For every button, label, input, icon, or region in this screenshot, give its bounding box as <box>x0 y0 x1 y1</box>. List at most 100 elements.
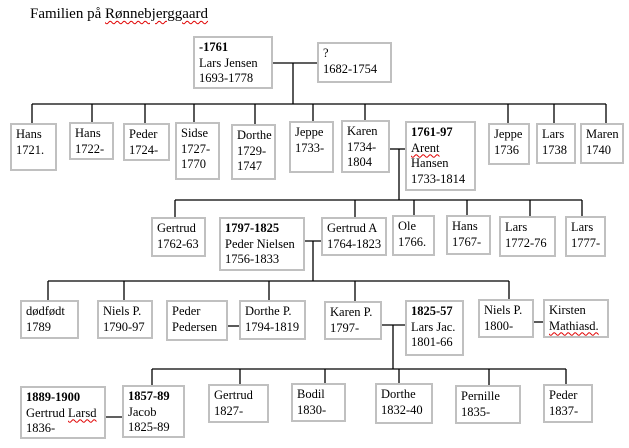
life-years: 1767- <box>452 234 482 249</box>
life-years: 1682-1754 <box>323 61 378 76</box>
gen2-connectors <box>174 148 583 217</box>
life-years: 1777- <box>571 235 601 250</box>
person-niels-p-1800: Niels P.1800- <box>478 299 534 338</box>
person-gertrud-larsd: 1889-1900 Gertrud Larsd 1836- <box>20 386 106 439</box>
person-name: Karen <box>347 124 378 138</box>
person-karen-p: Karen P.1797- <box>324 301 382 340</box>
person-name: Kirsten <box>549 303 586 317</box>
life-years: 1825-89 <box>128 420 170 434</box>
life-years: 1836- <box>26 421 56 435</box>
person-name: Hans <box>452 219 478 233</box>
life-years: 1827- <box>214 403 244 418</box>
person-spouse-unknown: ? 1682-1754 <box>317 42 392 83</box>
marriage-years: 1761-97 <box>411 125 453 139</box>
death-year: 1770 <box>181 157 206 171</box>
person-name: Gertrud <box>214 388 253 402</box>
person-name: Jeppe <box>295 125 324 139</box>
marriage-years: 1825-57 <box>411 304 453 318</box>
life-years: 1800- <box>484 318 514 333</box>
person-surname: Larsd <box>68 405 97 420</box>
person-name: Lars <box>571 220 594 234</box>
person-name: Dorthe P. <box>245 304 292 318</box>
life-years: 1797- <box>330 320 360 335</box>
person-surname: Pedersen <box>172 319 218 334</box>
person-lars-jensen: -1761 Lars Jensen 1693-1778 <box>193 36 273 89</box>
life-years: 1727- <box>181 141 211 156</box>
marriage-years: -1761 <box>199 40 229 54</box>
person-name-line: Gertrud Larsd <box>26 406 101 422</box>
person-name: Maren <box>586 127 619 141</box>
person-name: Hans <box>16 127 42 141</box>
person-peder-nielsen: 1797-1825 Peder Nielsen 1756-1833 <box>219 217 305 271</box>
person-name: Peder <box>549 388 578 402</box>
life-years: 1721. <box>16 142 45 157</box>
life-years: 1772-76 <box>505 235 547 250</box>
person-name: Ole <box>398 219 417 233</box>
person-name: Sidse <box>181 126 209 140</box>
life-years: 1736 <box>494 142 519 157</box>
person-name: ? <box>323 46 329 60</box>
life-years: 1766. <box>398 234 427 249</box>
life-years: 1738 <box>542 142 567 157</box>
person-name: Karen P. <box>330 305 373 319</box>
marriage-years: 1797-1825 <box>225 221 280 235</box>
person-arent-hansen: 1761-97 Arent Hansen 1733-1814 <box>405 121 476 191</box>
gen3-connectors <box>47 240 543 327</box>
person-name: Lars Jensen <box>199 55 258 70</box>
gen4-connectors <box>105 324 567 418</box>
life-years: 1789 <box>26 319 51 334</box>
person-name: Peder <box>129 127 158 141</box>
life-years: 1764-1823 <box>327 236 382 251</box>
life-years: 1729- <box>237 143 267 158</box>
person-name: Arent <box>411 140 440 155</box>
person-name: Hans <box>75 126 101 140</box>
death-year: 1804 <box>347 155 372 169</box>
life-years: 1724- <box>129 142 159 157</box>
life-years: 1693-1778 <box>199 71 254 85</box>
person-name: Jeppe <box>494 127 523 141</box>
life-years: 1722- <box>75 141 105 156</box>
person-name: Gertrud A <box>327 221 378 235</box>
person-name: Gertrud <box>157 221 196 235</box>
person-surname: Hansen <box>411 156 449 170</box>
gen1-connectors <box>31 62 607 124</box>
page-title: Familien på Rønnebjerggaard <box>30 6 209 22</box>
life-years: 1801-66 <box>411 335 453 349</box>
person-lars-jac: 1825-57 Lars Jac. 1801-66 <box>405 300 464 356</box>
life-years: 1733- <box>295 140 325 155</box>
person-niels-p-1790: Niels P.1790-97 <box>97 300 153 339</box>
life-years: 1756-1833 <box>225 252 280 266</box>
life-years: 1734- <box>347 139 377 154</box>
person-name: Peder <box>172 304 201 318</box>
person-name: Dorthe <box>381 387 416 401</box>
marriage-years: 1857-89 <box>128 389 170 403</box>
death-year: 1747 <box>237 159 262 173</box>
life-years: 1794-1819 <box>245 319 300 334</box>
person-name: Niels P. <box>103 304 142 318</box>
person-name: Pernille <box>461 389 500 403</box>
life-years: 1832-40 <box>381 402 423 417</box>
life-years: 1790-97 <box>103 319 145 334</box>
life-years: 1835- <box>461 404 491 419</box>
person-name: Peder Nielsen <box>225 236 295 251</box>
person-name: Niels P. <box>484 303 523 317</box>
